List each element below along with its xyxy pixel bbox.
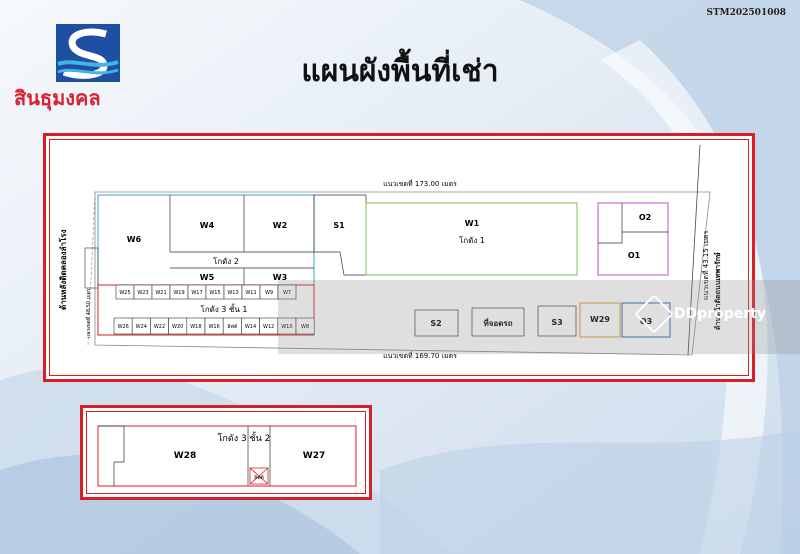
unit-cell-label: W21: [155, 290, 166, 296]
unit-cell-label: W8: [301, 324, 309, 330]
front-road-label: ด้านหน้าติดถนนเทพารักษ์: [713, 252, 722, 330]
unit-s2: S2: [430, 319, 441, 328]
unit-s3: S3: [551, 318, 562, 327]
unit-w27: W27: [303, 451, 325, 461]
unit-cell-label: W20: [172, 324, 183, 330]
unit-cell-label: W13: [227, 290, 238, 296]
parking-area: ที่จอดรถ: [483, 317, 512, 328]
unit-w2: W2: [273, 221, 287, 230]
unit-cell-label: W15: [209, 290, 220, 296]
floor2-lift: ลิฟต์: [254, 474, 264, 481]
unit-cell-label: W17: [191, 290, 202, 296]
unit-o2: O2: [639, 213, 651, 222]
boundary-top-label: แนวเขตที่ 173.00 เมตร: [383, 179, 457, 188]
unit-cell-label: W9: [265, 290, 273, 296]
unit-w4: W4: [200, 221, 215, 230]
unit-cell-label: ลิฟต์: [227, 323, 237, 330]
unit-w5: W5: [200, 273, 215, 282]
company-name: สินธุมงคล: [14, 86, 101, 110]
main-site-plan-frame: [43, 133, 755, 382]
unit-w29: W29: [590, 315, 610, 324]
unit-cell-label: W11: [245, 290, 256, 296]
unit-cell-label: W10: [281, 324, 292, 330]
page-title: แผนผังพื้นที่เช่า: [301, 54, 499, 89]
watermark-text: DDproperty: [674, 306, 767, 322]
warehouse-1-label: โกดัง 1: [459, 235, 485, 245]
unit-w6: W6: [127, 235, 142, 244]
unit-cell-label: W12: [263, 324, 274, 330]
warehouse-2-label: โกดัง 2: [213, 256, 239, 266]
company-logo-icon: [56, 24, 120, 82]
warehouse-3-floor1-label: โกดัง 3 ชั้น 1: [201, 303, 248, 314]
unit-cell-label: W16: [208, 324, 219, 330]
unit-w1: W1: [465, 219, 480, 228]
unit-cell-label: W18: [190, 324, 201, 330]
unit-cell: [277, 284, 297, 300]
watermark-band: [278, 280, 800, 354]
unit-cell-label: W24: [136, 324, 147, 330]
unit-cell-label: W22: [154, 324, 165, 330]
watermark: DDproperty: [634, 294, 767, 334]
unit-cell-label: W14: [245, 324, 256, 330]
unit-cell-label: W19: [173, 290, 184, 296]
boundary-bottom-label: แนวเขตที่ 169.70 เมตร: [383, 351, 457, 360]
unit-cell-label: W23: [137, 290, 148, 296]
row-lower-units: W26 W24 W22 W20 W18 W16 ลิฟต์ W14 W12 W10 W8: [113, 317, 315, 335]
document-code: STM202501008: [706, 8, 786, 18]
unit-cell-label: W25: [119, 290, 130, 296]
floor2-label: โกดัง 3 ชั้น 2: [218, 431, 271, 444]
rear-canal-label: ด้านหลังติดคลองลำโรง: [58, 229, 68, 310]
unit-s1: S1: [333, 221, 345, 230]
boundary-right-label: แนวเขตที่ 43.15 เมตร: [701, 230, 710, 300]
row-upper-units: W25 W23 W21 W19 W17 W15 W13 W11 W9 W7: [115, 284, 297, 300]
unit-cell: [295, 317, 315, 335]
floor2-plan-frame: [80, 405, 372, 500]
unit-w28: W28: [174, 451, 196, 461]
unit-w3: W3: [273, 273, 287, 282]
boundary-left-label: แนวเขตที่ 48.50 เมตร: [85, 288, 92, 338]
watermark-logo-icon: [634, 294, 674, 334]
unit-o1: O1: [628, 251, 641, 260]
unit-cell-label: W26: [117, 324, 128, 330]
unit-cell-label: W7: [283, 290, 291, 296]
unit-o3: O3: [640, 317, 652, 326]
